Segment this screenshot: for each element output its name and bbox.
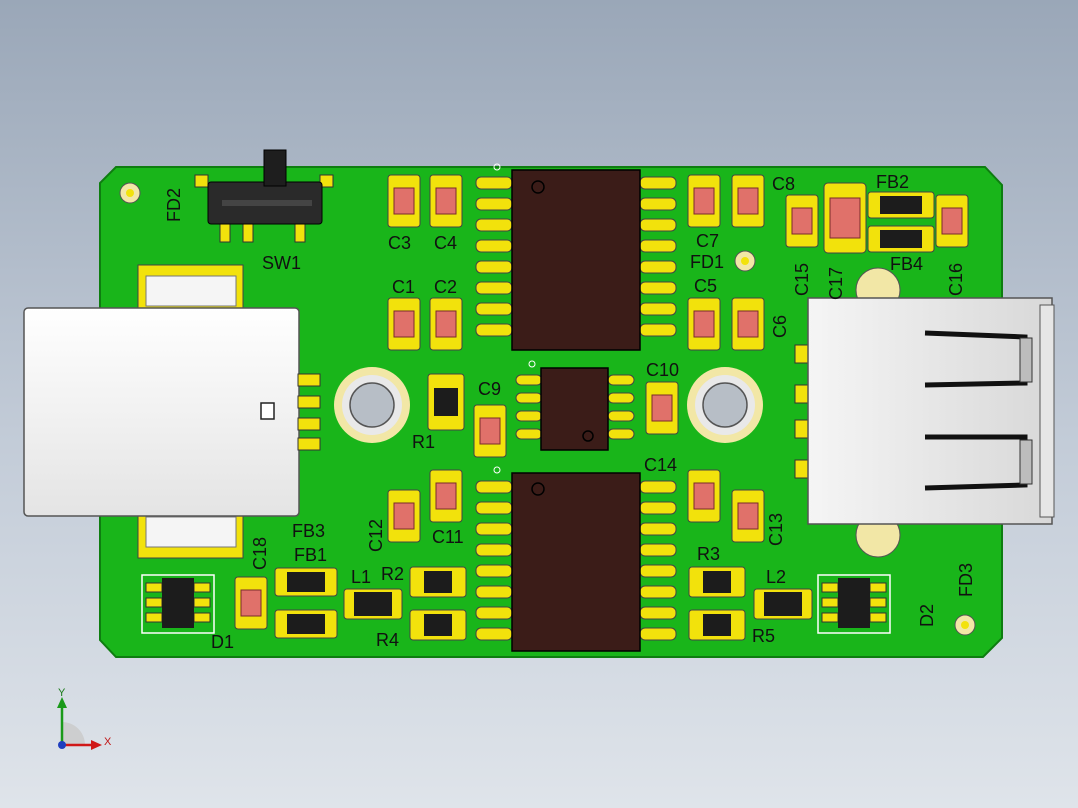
capacitor-c6[interactable]: [731, 297, 765, 351]
label-fd2: FD2: [164, 188, 184, 222]
capacitor-c10[interactable]: [645, 381, 679, 435]
capacitor-c14[interactable]: [687, 469, 721, 523]
ferrite-bead-fb3[interactable]: [274, 567, 338, 597]
ferrite-bead-fb4[interactable]: [867, 225, 935, 253]
label-fb3: FB3: [292, 521, 325, 541]
ic-bottom[interactable]: [475, 466, 677, 652]
label-fb1: FB1: [294, 545, 327, 565]
label-r2: R2: [381, 564, 404, 584]
label-c11: C11: [432, 527, 464, 547]
label-d2: D2: [917, 604, 937, 627]
label-c10: C10: [646, 360, 679, 380]
label-l2: L2: [766, 567, 786, 587]
label-c18: C18: [250, 537, 270, 570]
resistor-r5[interactable]: [688, 609, 746, 641]
label-c7: C7: [696, 231, 719, 251]
capacitor-c8[interactable]: [731, 174, 765, 228]
label-c5: C5: [694, 276, 717, 296]
axis-x-label: X: [104, 736, 112, 748]
ferrite-bead-fb2[interactable]: [867, 191, 935, 219]
ic-bottom-pins-right: [639, 480, 677, 641]
label-r5: R5: [752, 626, 775, 646]
label-r1: R1: [412, 432, 435, 452]
ic-top[interactable]: [475, 163, 677, 351]
label-l1: L1: [351, 567, 371, 587]
fiducial-fd2: [119, 182, 141, 204]
axis-triad: Y X: [57, 687, 112, 750]
ferrite-bead-fb1[interactable]: [274, 609, 338, 639]
capacitor-c5[interactable]: [687, 297, 721, 351]
label-r3: R3: [697, 544, 720, 564]
resistor-r1[interactable]: [427, 373, 465, 431]
usb-connector-left[interactable]: [23, 264, 321, 559]
label-c14: C14: [644, 455, 677, 475]
label-fd3: FD3: [956, 563, 976, 597]
label-c6: C6: [770, 315, 790, 338]
label-c8: C8: [772, 174, 795, 194]
fiducial-fd3: [954, 614, 976, 636]
diode-array-d2[interactable]: [817, 574, 891, 634]
label-r4: R4: [376, 630, 399, 650]
fiducial-fd1: [734, 250, 756, 272]
resistor-r3[interactable]: [688, 566, 746, 598]
ic-top-pins-left: [475, 176, 513, 337]
capacitor-c4[interactable]: [429, 174, 463, 228]
label-c3: C3: [388, 233, 411, 253]
capacitor-c15[interactable]: [785, 194, 819, 248]
label-fb4: FB4: [890, 254, 923, 274]
resistor-r2[interactable]: [409, 566, 467, 598]
label-fb2: FB2: [876, 172, 909, 192]
capacitor-c13[interactable]: [731, 489, 765, 543]
capacitor-c9[interactable]: [473, 404, 507, 458]
inductor-l1[interactable]: [343, 588, 403, 620]
capacitor-c12[interactable]: [387, 489, 421, 543]
ic-bottom-pins-left: [475, 480, 513, 641]
inductor-l2[interactable]: [753, 588, 813, 620]
ic-middle[interactable]: [515, 360, 635, 451]
axis-y-label: Y: [58, 687, 66, 699]
label-c15: C15: [792, 263, 812, 296]
diode-array-d1[interactable]: [141, 574, 215, 634]
label-c9: C9: [478, 379, 501, 399]
label-c2: C2: [434, 277, 457, 297]
label-c16: C16: [946, 263, 966, 296]
label-c17: C17: [826, 267, 846, 300]
capacitor-c2[interactable]: [429, 297, 463, 351]
capacitor-c3[interactable]: [387, 174, 421, 228]
capacitor-c17[interactable]: [823, 182, 867, 254]
capacitor-c16[interactable]: [935, 194, 969, 248]
label-c12: C12: [366, 519, 386, 552]
label-sw1: SW1: [262, 253, 301, 273]
mounting-hole-left: [334, 367, 410, 443]
capacitor-c7[interactable]: [687, 174, 721, 228]
switch-sw1[interactable]: [194, 149, 334, 243]
capacitor-c1[interactable]: [387, 297, 421, 351]
capacitor-c18[interactable]: [234, 576, 268, 630]
label-fd1: FD1: [690, 252, 724, 272]
mounting-hole-right: [687, 367, 763, 443]
resistor-r4[interactable]: [409, 609, 467, 641]
label-c4: C4: [434, 233, 457, 253]
capacitor-c11[interactable]: [429, 469, 463, 523]
label-c13: C13: [766, 513, 786, 546]
usb-a-connector-right[interactable]: [794, 267, 1055, 558]
label-d1: D1: [211, 632, 234, 652]
label-c1: C1: [392, 277, 415, 297]
